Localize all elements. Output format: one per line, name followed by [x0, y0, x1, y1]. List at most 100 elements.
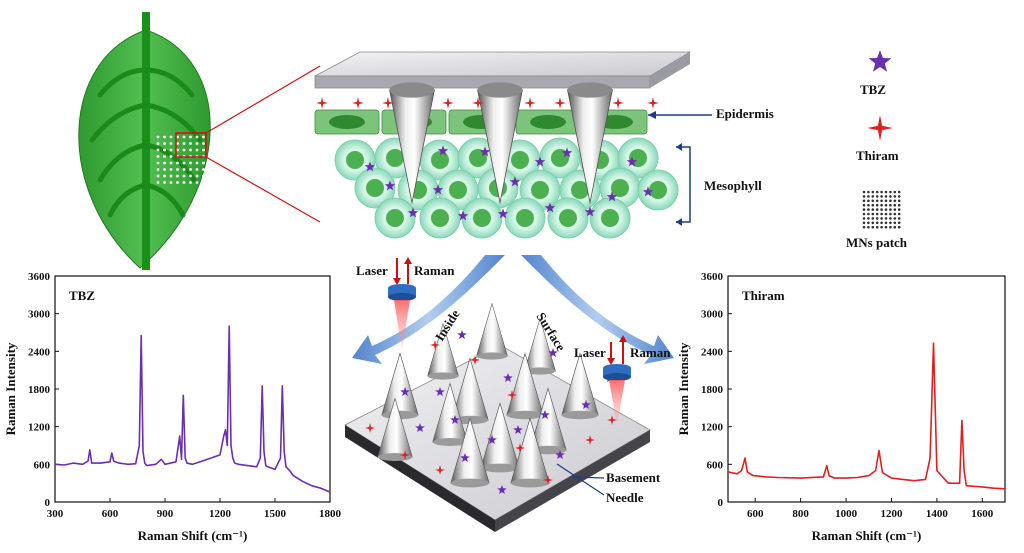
tbz-marker — [555, 450, 565, 459]
patch-dot — [893, 225, 897, 229]
patch-dot — [156, 168, 160, 171]
patch-dot — [893, 208, 897, 211]
patch-dot — [163, 142, 166, 145]
patch-dot — [889, 203, 892, 207]
tbz-marker — [435, 387, 445, 396]
patch-dot — [176, 181, 179, 184]
y-tick-label: 600 — [707, 459, 724, 471]
tbz-marker — [548, 348, 558, 357]
patch-dot — [195, 135, 199, 139]
thiram-marker — [543, 475, 553, 485]
x-tick-label: 600 — [747, 508, 764, 520]
patch-dot — [163, 168, 166, 171]
mns-patch-3d — [344, 302, 651, 532]
patch-dot — [893, 203, 897, 207]
patch-dot — [867, 225, 870, 229]
x-tick-label: 1200 — [209, 508, 232, 520]
thiram-marker — [472, 97, 484, 109]
y-tick-label: 0 — [45, 497, 51, 509]
tbz-marker — [534, 156, 546, 167]
laser-label-right: Laser — [574, 345, 606, 360]
patch-dot — [867, 217, 870, 220]
patch-dot — [862, 208, 866, 211]
patch-dot — [867, 190, 870, 194]
patch-dot — [875, 225, 879, 229]
microneedle — [567, 82, 613, 205]
patch-dot — [189, 148, 192, 152]
patch-dot — [169, 174, 173, 178]
spectrum-line — [727, 342, 1006, 490]
patch-dot — [880, 208, 883, 211]
patch-dot — [163, 181, 166, 184]
patch-dot — [889, 195, 892, 198]
y-tick-label: 3600 — [701, 271, 724, 283]
tbz-marker — [384, 180, 396, 191]
thiram-marker — [352, 97, 364, 109]
thiram-marker — [365, 423, 375, 433]
patch-dot — [176, 148, 179, 152]
patch-dot — [202, 181, 205, 184]
microneedle — [432, 382, 468, 446]
tbz-marker — [450, 415, 460, 424]
patch-dot — [163, 174, 166, 178]
cell-nucleus — [601, 209, 619, 227]
patch-dot — [897, 190, 901, 194]
cell-nucleus — [366, 179, 384, 197]
legend-tbz: TBZ — [860, 82, 886, 97]
analyte-markers-bottom — [365, 330, 617, 494]
patch-dot — [897, 225, 901, 229]
cell-nucleus — [431, 209, 449, 227]
patch-dot — [182, 168, 186, 171]
patch-dot — [884, 217, 888, 220]
x-tick-label: 1400 — [926, 508, 949, 520]
y-tick-label: 3600 — [28, 271, 51, 283]
tbz-marker — [544, 202, 556, 213]
patch-dot — [884, 190, 888, 194]
epidermis-nucleus — [329, 115, 365, 129]
patch-dot — [884, 199, 888, 203]
patch-dot — [871, 190, 875, 194]
patch-dot — [195, 161, 199, 165]
patch-dot — [202, 135, 205, 139]
tbz-marker — [503, 373, 513, 382]
microneedles-top — [389, 82, 613, 205]
patch-dot — [893, 221, 897, 225]
patch-dot — [880, 195, 883, 198]
microneedle — [450, 417, 490, 488]
tbz-marker — [584, 206, 596, 217]
patch-dot — [202, 161, 205, 165]
cell-nucleus — [611, 179, 629, 197]
tbz-marker — [437, 145, 449, 156]
patch-dot — [156, 174, 160, 178]
cell-nucleus — [551, 149, 569, 167]
thiram-marker — [435, 465, 445, 475]
spectrum-line — [54, 325, 331, 493]
patch-dot — [182, 135, 186, 139]
cell-nucleus — [531, 181, 549, 199]
patch-dot — [202, 168, 205, 171]
tbz-marker — [457, 330, 467, 339]
y-tick-label: 2400 — [701, 346, 724, 358]
patch-dot — [156, 142, 160, 145]
x-tick-label: 600 — [102, 508, 119, 520]
patch-dot — [875, 190, 879, 194]
patch-dot — [889, 212, 892, 216]
microneedle — [561, 352, 599, 420]
patch-dot — [871, 199, 875, 203]
patch-dot — [163, 161, 166, 165]
patch-dot — [202, 148, 205, 152]
y-axis-title: Raman Intensity — [676, 342, 691, 435]
patch-dot — [169, 168, 173, 171]
patch-dot — [897, 195, 901, 198]
patch-dot — [176, 135, 179, 139]
cell-nucleus — [469, 149, 487, 167]
patch-dot — [202, 142, 205, 145]
x-tick-label: 1500 — [264, 508, 287, 520]
laser-probe-right — [603, 335, 631, 425]
patch-dot — [156, 148, 160, 152]
cell-nucleus — [386, 149, 404, 167]
cell-nucleus — [449, 181, 467, 199]
y-tick-label: 0 — [718, 497, 724, 509]
